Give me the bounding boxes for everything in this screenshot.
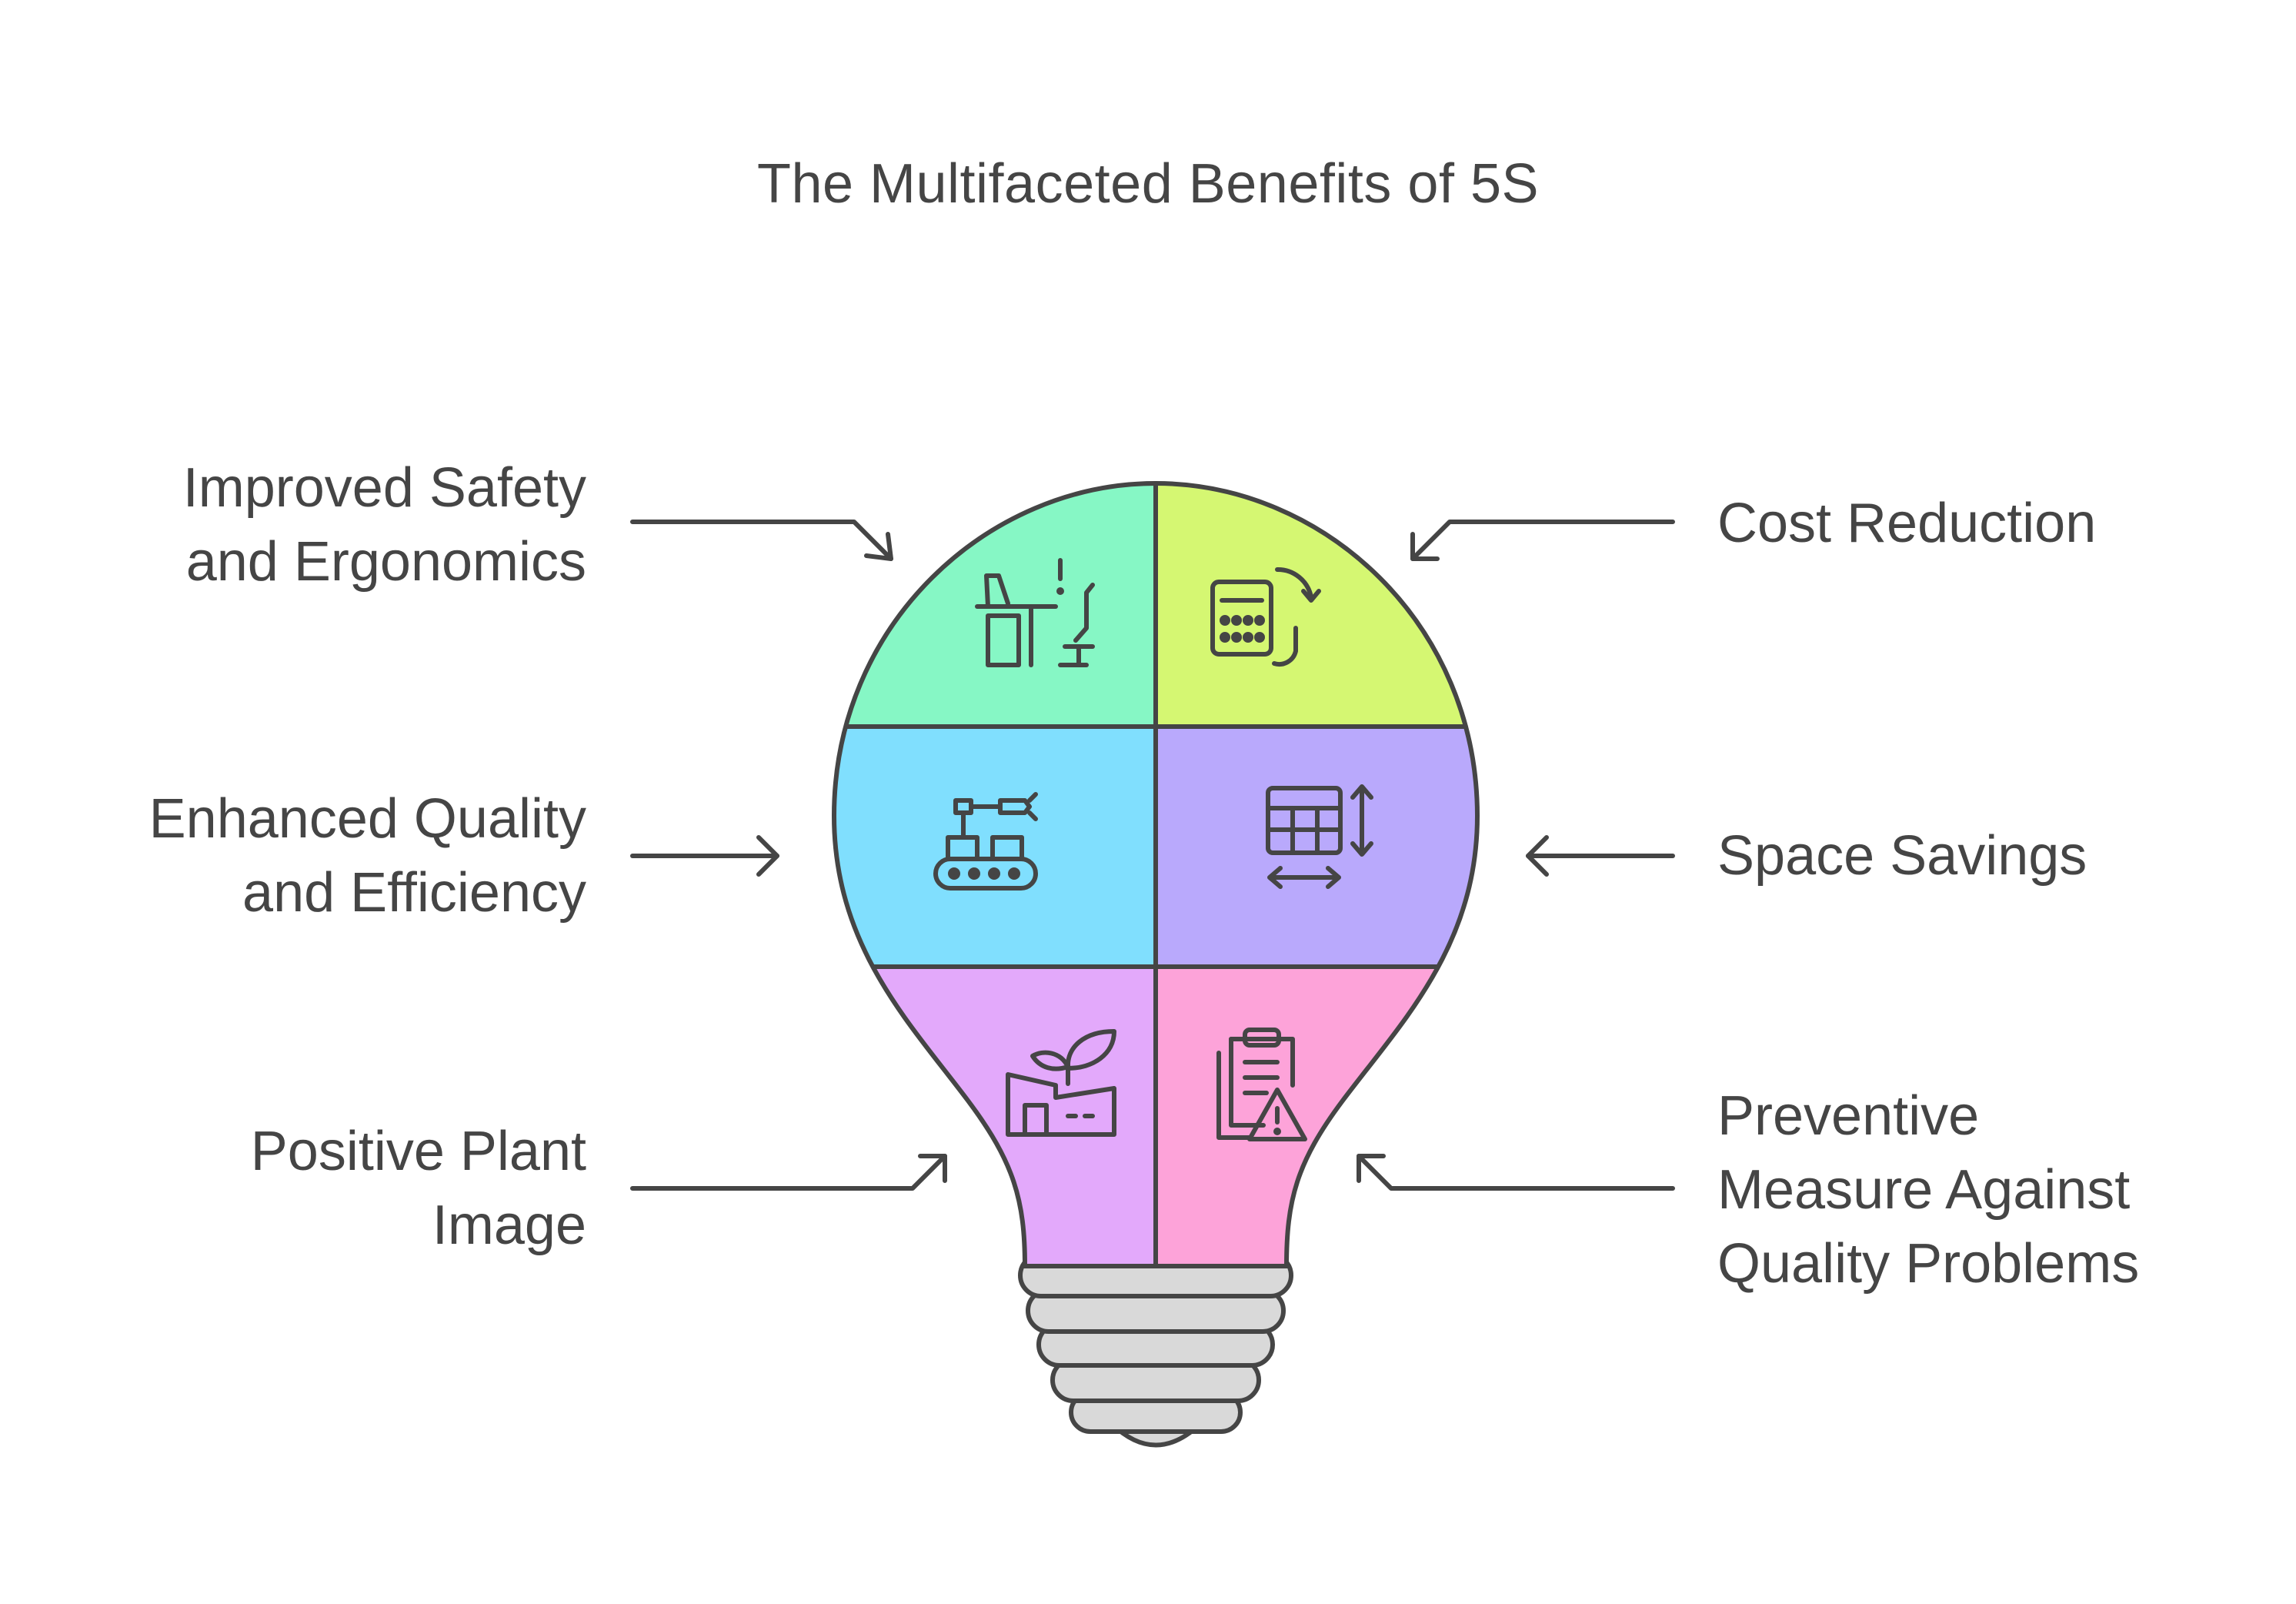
arrow-space-savings: [1526, 835, 1675, 877]
arrow-positive-plant-image: [630, 1154, 947, 1191]
bulb-segments: [834, 483, 1477, 1266]
diagram-title: The Multifaceted Benefits of 5S: [756, 153, 1540, 215]
robotic-conveyor-icon: [933, 792, 1038, 891]
bulb-outline: [831, 480, 1480, 1268]
label-space-savings: Space Savings: [1717, 825, 2087, 887]
arrow-cost-reduction: [1410, 520, 1675, 561]
factory-sprout-icon: [1006, 1029, 1116, 1137]
label-enhanced-quality: Enhanced Quality and Efficiency: [149, 788, 586, 924]
calculator-cycle-icon: [1210, 566, 1321, 667]
label-cost-reduction: Cost Reduction: [1717, 493, 2097, 554]
arrow-improved-safety: [630, 520, 893, 561]
desk-chair-warning-icon: [975, 558, 1095, 667]
segment-image: [834, 967, 1156, 1266]
arrow-preventive-measure: [1357, 1154, 1675, 1191]
segment-space: [1156, 727, 1477, 967]
segment-safety: [834, 483, 1156, 727]
label-preventive-measure: Preventive Measure Against Quality Probl…: [1717, 1085, 2140, 1295]
label-positive-plant-image: Positive Plant Image: [250, 1121, 586, 1256]
grid-resize-icon: [1266, 784, 1373, 889]
arrow-enhanced-quality: [630, 835, 779, 877]
segment-preventive: [1156, 967, 1477, 1266]
bulb-base: [1018, 1252, 1293, 1448]
segment-quality: [834, 727, 1156, 967]
clipboard-warning-icon: [1216, 1028, 1307, 1141]
label-improved-safety: Improved Safety and Ergonomics: [182, 457, 586, 593]
